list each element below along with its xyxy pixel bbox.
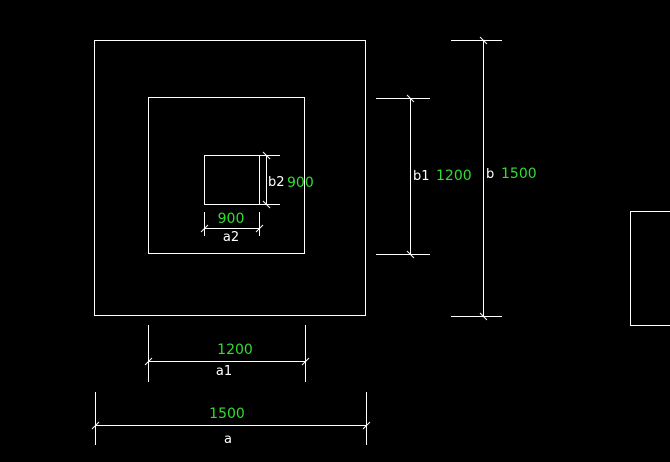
dim-a1-value: 1200 — [217, 342, 253, 358]
outer-square — [94, 40, 366, 316]
partial-rectangle — [630, 211, 670, 326]
dim-b-label: b — [486, 167, 494, 182]
middle-square — [148, 97, 305, 254]
dim-a2-value: 900 — [218, 211, 245, 227]
dim-a1: 1200 a1 — [144, 325, 310, 382]
dim-b-value: 1500 — [501, 166, 537, 182]
dim-a: 1500 a — [91, 392, 371, 447]
dim-b1-value: 1200 — [436, 168, 472, 184]
dim-a2-label: a2 — [223, 230, 239, 245]
dim-a2: 900 a2 — [200, 211, 264, 245]
dim-b: b 1500 — [451, 36, 537, 321]
dim-b1: b1 1200 — [376, 94, 472, 259]
inner-square — [204, 155, 260, 205]
dim-b2: b2 900 — [259, 151, 314, 209]
dim-a1-label: a1 — [216, 364, 232, 379]
dim-a-value: 1500 — [209, 406, 245, 422]
dim-a-label: a — [224, 432, 232, 447]
dim-b1-label: b1 — [413, 169, 430, 184]
dim-b2-value: 900 — [287, 175, 314, 191]
dim-b2-label: b2 — [268, 175, 285, 190]
